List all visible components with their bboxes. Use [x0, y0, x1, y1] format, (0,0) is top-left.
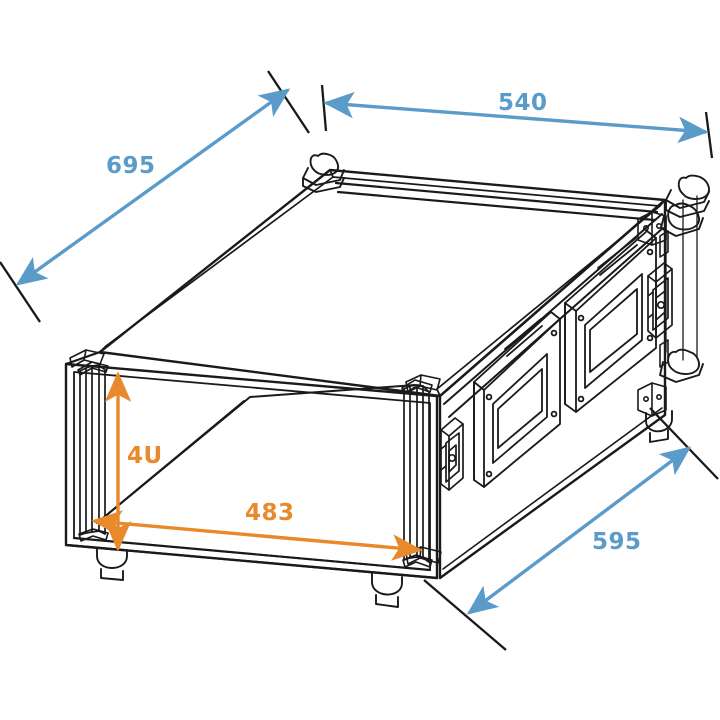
- dimension-line-483: [91, 510, 423, 561]
- rear-corner-detail-lines: [665, 195, 698, 361]
- castor-front-right: [371, 572, 403, 608]
- hinge-bracket-side-upper: [659, 230, 669, 258]
- dimension-line-695: [15, 88, 291, 286]
- ball-corner-top-back-left: [302, 152, 345, 193]
- dimension-label-483: 483: [245, 500, 295, 526]
- dimension-label-595: 595: [592, 529, 642, 555]
- rack-rail-right-top-cap: [401, 379, 433, 395]
- dimension-483: [91, 510, 423, 561]
- butterfly-latch-rear: [647, 262, 673, 339]
- corner-plate-front-top-right: [405, 374, 441, 393]
- castor-rear-right: [645, 410, 673, 443]
- corner-plate-side-bottom-right: [637, 382, 667, 417]
- ball-corner-top-back-right: [665, 174, 710, 218]
- dimension-line-595: [466, 446, 692, 615]
- dimension-line-540: [323, 91, 709, 144]
- dimension-label-540: 540: [498, 90, 548, 116]
- dimension-label-4U: 4U: [127, 443, 163, 469]
- dimension-540: [320, 84, 714, 159]
- side-dish-handle-rear: [564, 230, 657, 413]
- hinge-bracket-side-lower: [659, 339, 669, 368]
- case-body: [64, 152, 710, 608]
- dimension-695: [0, 70, 310, 323]
- extension-lines-595: [423, 407, 719, 651]
- dimension-595: [423, 407, 719, 651]
- butterfly-latch-front: [440, 417, 464, 491]
- dimension-label-695: 695: [106, 153, 156, 179]
- corner-plate-front-top-left: [69, 349, 105, 368]
- lid-split-line-top: [334, 181, 659, 222]
